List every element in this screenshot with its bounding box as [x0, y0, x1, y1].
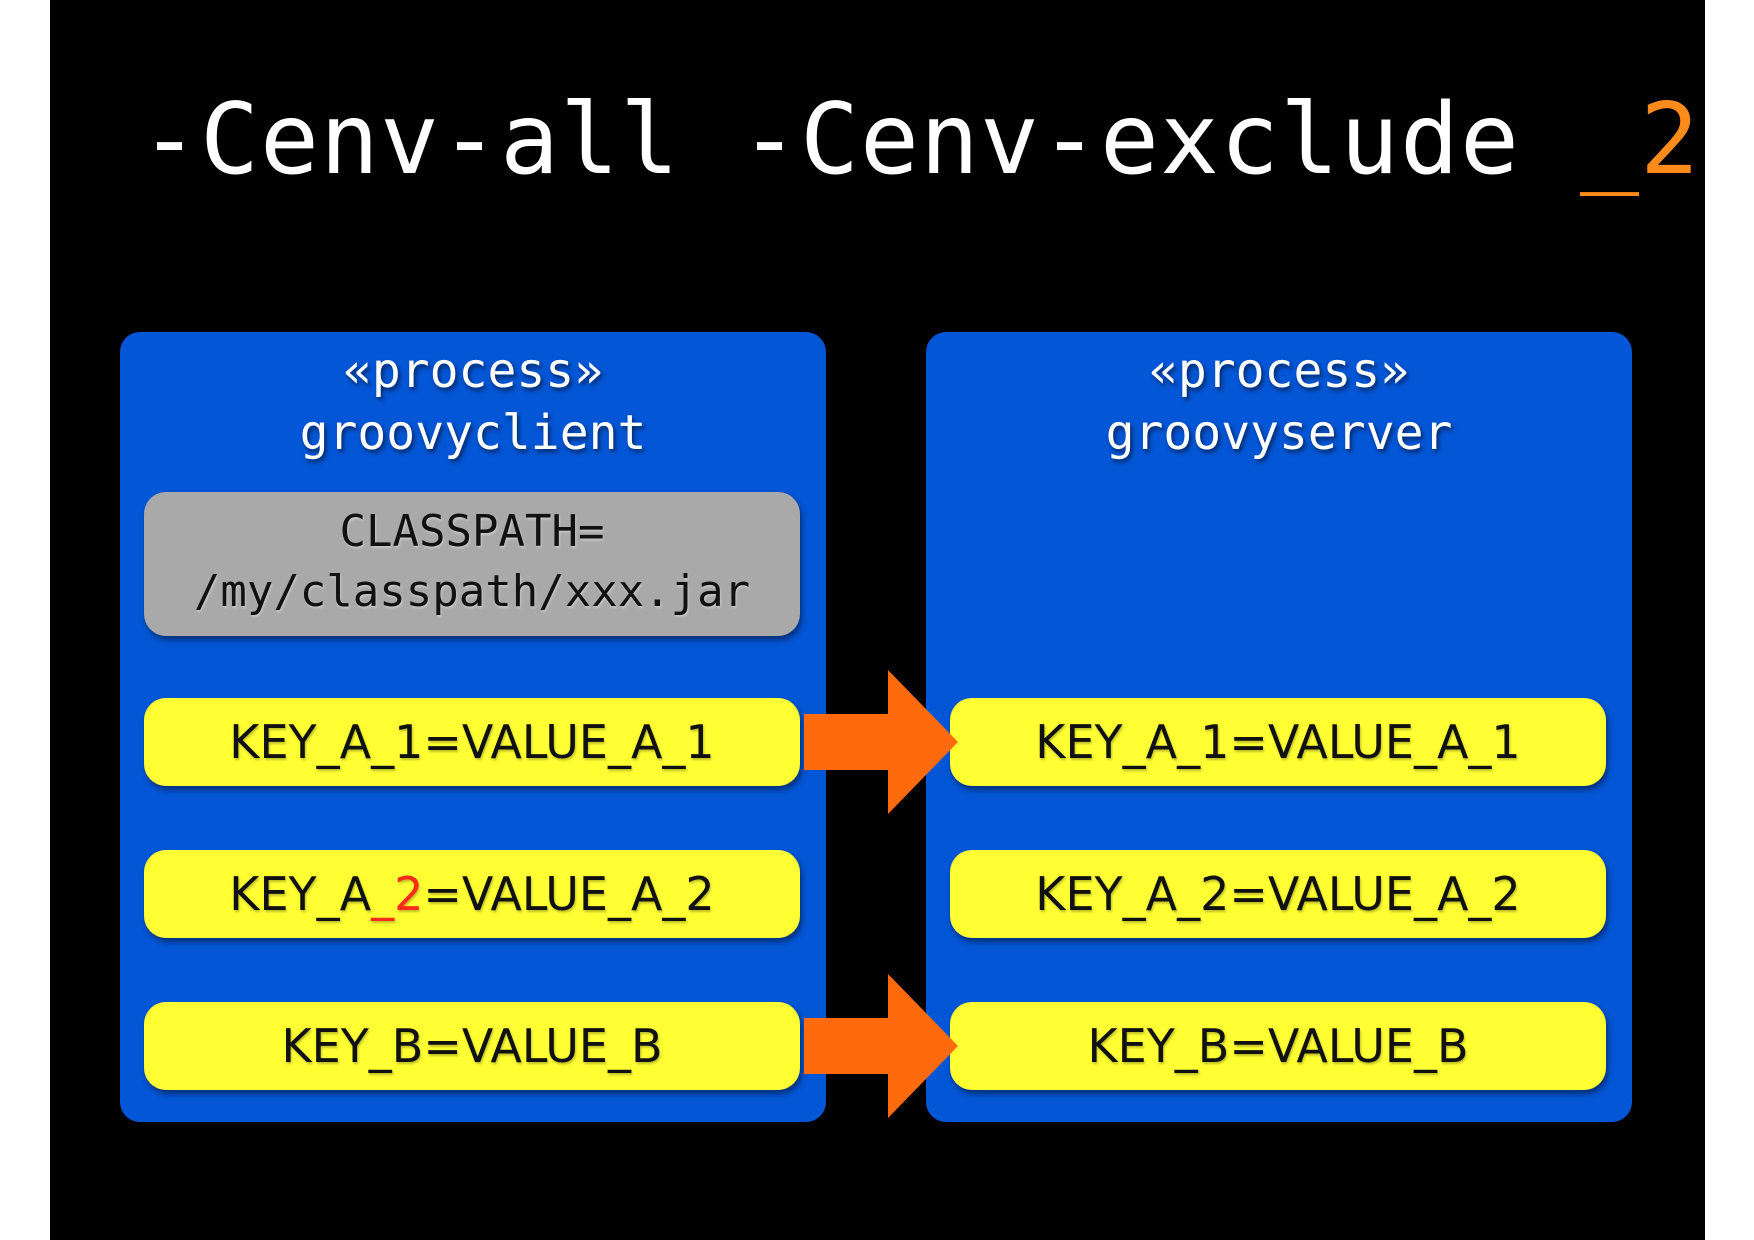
- env-text: KEY_B=VALUE_B: [1087, 1019, 1469, 1073]
- slide-title: -Cenv-all -Cenv-exclude _2: [140, 80, 1700, 200]
- client-process-panel: «process» groovyclient CLASSPATH= /my/cl…: [120, 332, 826, 1122]
- env-text: KEY_A_1=VALUE_A_1: [229, 715, 715, 769]
- server-process-panel: «process» groovyserver KEY_A_1=VALUE_A_1…: [926, 332, 1632, 1122]
- env-key-prefix: KEY_A: [229, 867, 372, 921]
- right-arrow-icon: [804, 974, 958, 1118]
- server-env-key-b: KEY_B=VALUE_B: [950, 1002, 1606, 1090]
- server-process-name: groovyserver: [1105, 405, 1453, 461]
- classpath-label: CLASSPATH=: [339, 506, 605, 557]
- env-text: KEY_B=VALUE_B: [281, 1019, 663, 1073]
- server-env-key-a-2: KEY_A_2=VALUE_A_2: [950, 850, 1606, 938]
- title-command: -Cenv-all -Cenv-exclude: [140, 83, 1581, 197]
- client-env-key-a-2: KEY_A_2=VALUE_A_2: [144, 850, 800, 938]
- server-env-key-a-1: KEY_A_1=VALUE_A_1: [950, 698, 1606, 786]
- client-process-name: groovyclient: [299, 405, 647, 461]
- server-stereotype: «process»: [1148, 343, 1410, 399]
- classpath-value: /my/classpath/xxx.jar: [193, 566, 751, 617]
- title-excluded-suffix: _2: [1580, 83, 1701, 197]
- env-text: KEY_A_2=VALUE_A_2: [1035, 867, 1521, 921]
- arrow-shape-key-a-1: [804, 670, 958, 814]
- excluded-suffix-highlight: _2: [371, 867, 424, 921]
- env-value: =VALUE_A_2: [423, 867, 715, 921]
- client-env-key-b: KEY_B=VALUE_B: [144, 1002, 800, 1090]
- env-text: KEY_A_1=VALUE_A_1: [1035, 715, 1521, 769]
- slide: -Cenv-all -Cenv-exclude _2 «process» gro…: [50, 0, 1705, 1240]
- client-process-header: «process» groovyclient: [120, 340, 826, 464]
- client-env-key-a-1: KEY_A_1=VALUE_A_1: [144, 698, 800, 786]
- client-classpath-box: CLASSPATH= /my/classpath/xxx.jar: [144, 492, 800, 636]
- server-process-header: «process» groovyserver: [926, 340, 1632, 464]
- right-arrow-icon: [804, 670, 958, 814]
- client-stereotype: «process»: [342, 343, 604, 399]
- arrow-shape-key-b: [804, 974, 958, 1118]
